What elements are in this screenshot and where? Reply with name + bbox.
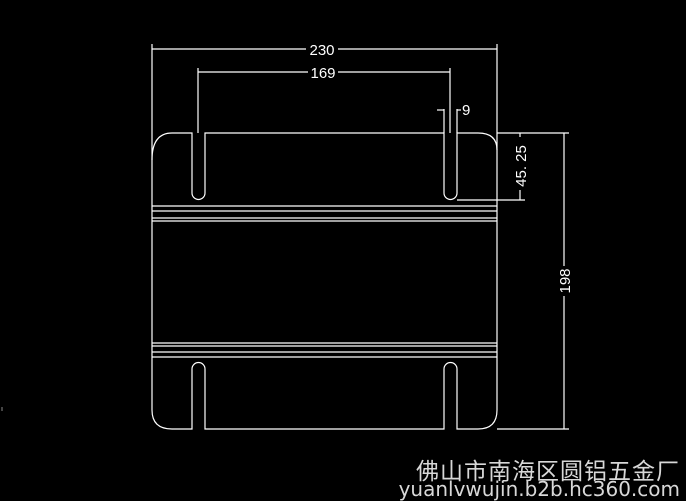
dimension-overall-width: 230 <box>151 42 498 160</box>
dimension-slot-depth: 45. 25 <box>457 133 530 201</box>
dim-label-169: 169 <box>310 65 335 82</box>
dimension-slot-spacing: 169 <box>197 65 451 133</box>
dim-label-198: 198 <box>557 268 574 293</box>
dimension-slot-width: 9 <box>437 102 470 133</box>
stray-mark <box>1 407 3 411</box>
dimension-overall-height: 198 <box>497 132 574 430</box>
plate-outline <box>151 132 498 430</box>
dim-label-45-25: 45. 25 <box>513 145 530 187</box>
bottom-groove-lines <box>152 342 497 358</box>
dim-label-230: 230 <box>309 42 334 59</box>
top-groove-lines <box>152 205 497 222</box>
dim-label-9: 9 <box>462 102 470 119</box>
watermark-url: yuanlvwujin.b2b.hc360.com <box>398 477 680 501</box>
watermark-company: 佛山市南海区圆铝五金厂 <box>416 459 680 485</box>
